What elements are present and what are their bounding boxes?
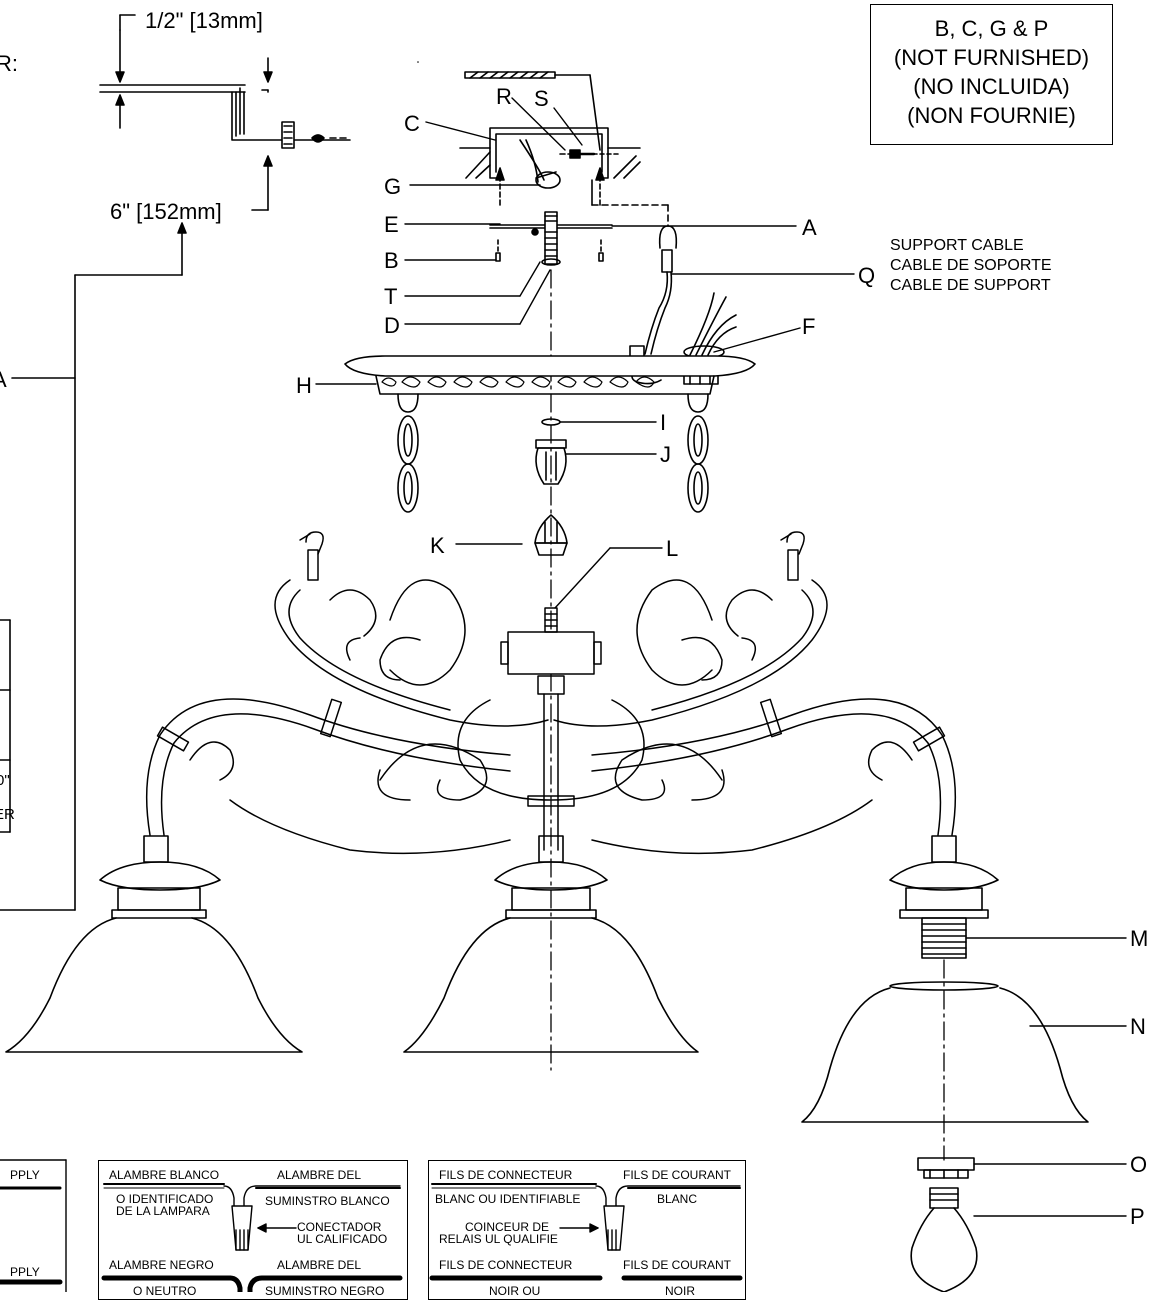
- wiring-en-supply-black: PPLY: [10, 1265, 40, 1279]
- support-cable-fr: CABLE DE SUPPORT: [890, 277, 1051, 294]
- fr-white-supply-1: FILS DE COURANT: [623, 1168, 732, 1182]
- canopy: [344, 355, 756, 395]
- label-G: G: [384, 174, 401, 199]
- support-cable-es: CABLE DE SOPORTE: [890, 257, 1052, 274]
- label-Q: Q: [858, 263, 875, 288]
- cutoff-r-text: R:: [0, 51, 18, 76]
- note-line-en: (NOT FURNISHED): [893, 45, 1090, 70]
- es-connector-1: CONECTADOR: [297, 1220, 382, 1234]
- label-B: B: [384, 248, 399, 273]
- cutoff-a-text: A: [0, 367, 7, 392]
- note-line-parts: B, C, G & P: [934, 16, 1049, 41]
- fr-connector-2: RELAIS UL QUALIFIE: [439, 1232, 558, 1246]
- part-letters: C G E B T D R S A Q F H I J K L M N O P: [296, 84, 1148, 1229]
- fixture-body-arms: [145, 531, 957, 855]
- label-I: I: [660, 410, 666, 435]
- table-fragment-quote: 0": [0, 772, 10, 789]
- label-H: H: [296, 373, 312, 398]
- glass-shade-left: [5, 917, 303, 1053]
- es-white-fixture-1: ALAMBRE BLANCO: [109, 1168, 220, 1182]
- left-table-fragment: [0, 619, 11, 833]
- fr-black-fixture-1: FILS DE CONNECTEUR: [439, 1258, 573, 1272]
- wiring-graphics: [0, 1159, 743, 1292]
- fr-white-fixture-2: BLANC OU IDENTIFIABLE: [435, 1192, 581, 1206]
- shade-holder-left: [99, 835, 221, 919]
- label-N: N: [1130, 1014, 1146, 1039]
- label-T: T: [384, 284, 397, 309]
- label-C: C: [404, 111, 420, 136]
- shade-ring: [917, 1157, 975, 1179]
- fr-connector-1: COINCEUR DE: [465, 1220, 550, 1234]
- light-bulb: [910, 1187, 978, 1292]
- es-white-fixture-2: O IDENTIFICADO: [116, 1192, 214, 1206]
- dimension-six-inch: 6" [152mm]: [110, 199, 222, 224]
- crossbar-and-nipple: [489, 211, 613, 1071]
- es-white-supply-1: ALAMBRE DEL: [277, 1168, 362, 1182]
- shade-holder-right: [889, 835, 999, 1161]
- es-black-supply-1: ALAMBRE DEL: [277, 1258, 362, 1272]
- label-S: S: [534, 86, 549, 111]
- finial-parts: [534, 418, 568, 556]
- leader-lines: [315, 97, 1127, 1217]
- fr-white-fixture-1: FILS DE CONNECTEUR: [439, 1168, 573, 1182]
- dimension-half-inch: 1/2" [13mm]: [145, 8, 263, 33]
- es-white-supply-2: SUMINSTRO BLANCO: [265, 1194, 390, 1208]
- wiring-box-french: FILS DE CONNECTEUR BLANC OU IDENTIFIABLE…: [428, 1160, 746, 1300]
- label-R: R: [496, 84, 512, 109]
- label-J: J: [660, 442, 671, 467]
- label-D: D: [384, 313, 400, 338]
- wiring-box-spanish: ALAMBRE BLANCO O IDENTIFICADO DE LA LAMP…: [98, 1160, 408, 1300]
- label-L: L: [666, 536, 678, 561]
- wire-strip-dimension-detail: [0, 14, 419, 911]
- label-O: O: [1130, 1152, 1147, 1177]
- fr-black-supply-1: FILS DE COURANT: [623, 1258, 732, 1272]
- not-furnished-note: B, C, G & P (NOT FURNISHED) (NO INCLUIDA…: [870, 4, 1113, 145]
- label-A: A: [802, 215, 817, 240]
- lead-wires: [683, 292, 737, 385]
- shade-holder-center: [494, 835, 608, 919]
- label-P: P: [1130, 1204, 1145, 1229]
- ceiling-outlet-box: [459, 71, 669, 227]
- es-white-fixture-3: DE LA LAMPARA: [116, 1204, 210, 1218]
- table-fragment-er: ER: [0, 806, 15, 823]
- label-E: E: [384, 212, 399, 237]
- support-cable-en: SUPPORT CABLE: [890, 237, 1024, 254]
- wiring-box-english-fragment: PPLY PPLY: [0, 1160, 66, 1300]
- fr-white-supply-2: BLANC: [657, 1192, 698, 1206]
- support-cable-note: SUPPORT CABLE CABLE DE SOPORTE CABLE DE …: [890, 236, 1052, 296]
- wiring-en-supply-white: PPLY: [10, 1168, 40, 1182]
- glass-shade-center: [403, 917, 699, 1053]
- es-black-fixture-1: ALAMBRE NEGRO: [109, 1258, 214, 1272]
- label-F: F: [802, 314, 815, 339]
- label-K: K: [430, 533, 445, 558]
- canopy-chains: [397, 393, 709, 513]
- es-connector-2: UL CALIFICADO: [297, 1232, 388, 1246]
- glass-shade-detached: [801, 981, 1089, 1123]
- note-line-es: (NO INCLUIDA): [913, 74, 1070, 99]
- label-M: M: [1130, 926, 1148, 951]
- note-line-fr: (NON FOURNIE): [907, 103, 1076, 128]
